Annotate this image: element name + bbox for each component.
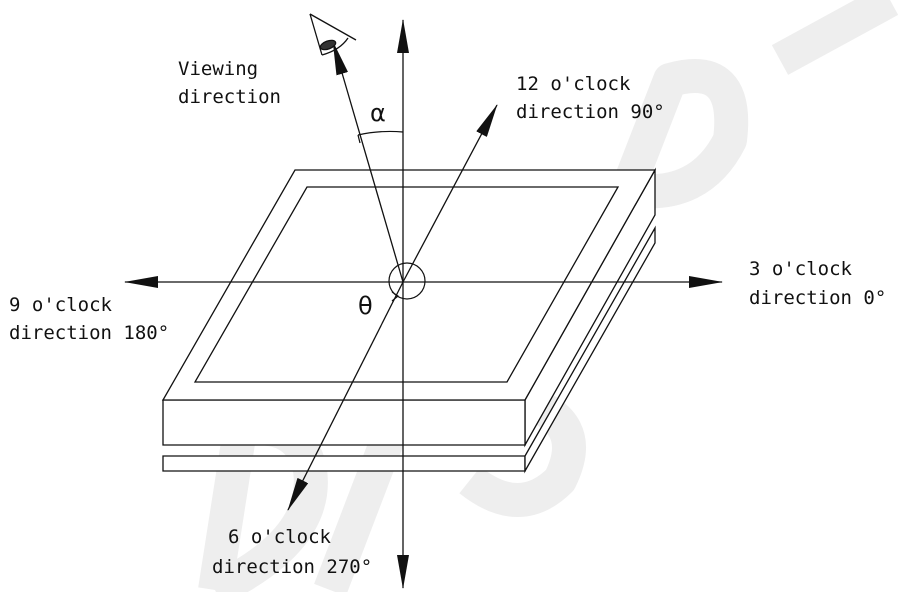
theta-angle-mark [388, 262, 426, 302]
theta-symbol: θ [358, 292, 373, 320]
axes [124, 19, 723, 589]
twelve-oclock-label-line2: direction 90° [516, 101, 665, 123]
lower-plate [162, 455, 526, 472]
nine-oclock-label-line1: 9 o'clock [9, 294, 112, 316]
twelve-oclock-arrow [402, 104, 498, 283]
nine-oclock-label-line2: direction 180° [9, 322, 170, 344]
alpha-symbol: α [370, 99, 386, 127]
three-oclock-label-line2: direction 0° [749, 287, 887, 309]
alpha-angle-mark [357, 130, 404, 144]
six-oclock-label-line1: 6 o'clock [228, 526, 331, 548]
panel-front-side [162, 399, 526, 446]
lower-plate-side [524, 225, 656, 474]
viewing-direction-arrow [332, 41, 404, 283]
twelve-oclock-label-line1: 12 o'clock [516, 73, 631, 95]
lcd-module [161, 167, 657, 474]
eye-icon [309, 13, 357, 56]
three-oclock-label-line1: 3 o'clock [749, 258, 852, 280]
viewing-direction-label-line2: direction [178, 86, 281, 108]
panel-top-face [161, 169, 657, 401]
six-oclock-arrow [287, 281, 404, 511]
six-oclock-label-line2: direction 270° [212, 556, 373, 578]
viewing-direction-label-line1: Viewing [178, 58, 259, 80]
